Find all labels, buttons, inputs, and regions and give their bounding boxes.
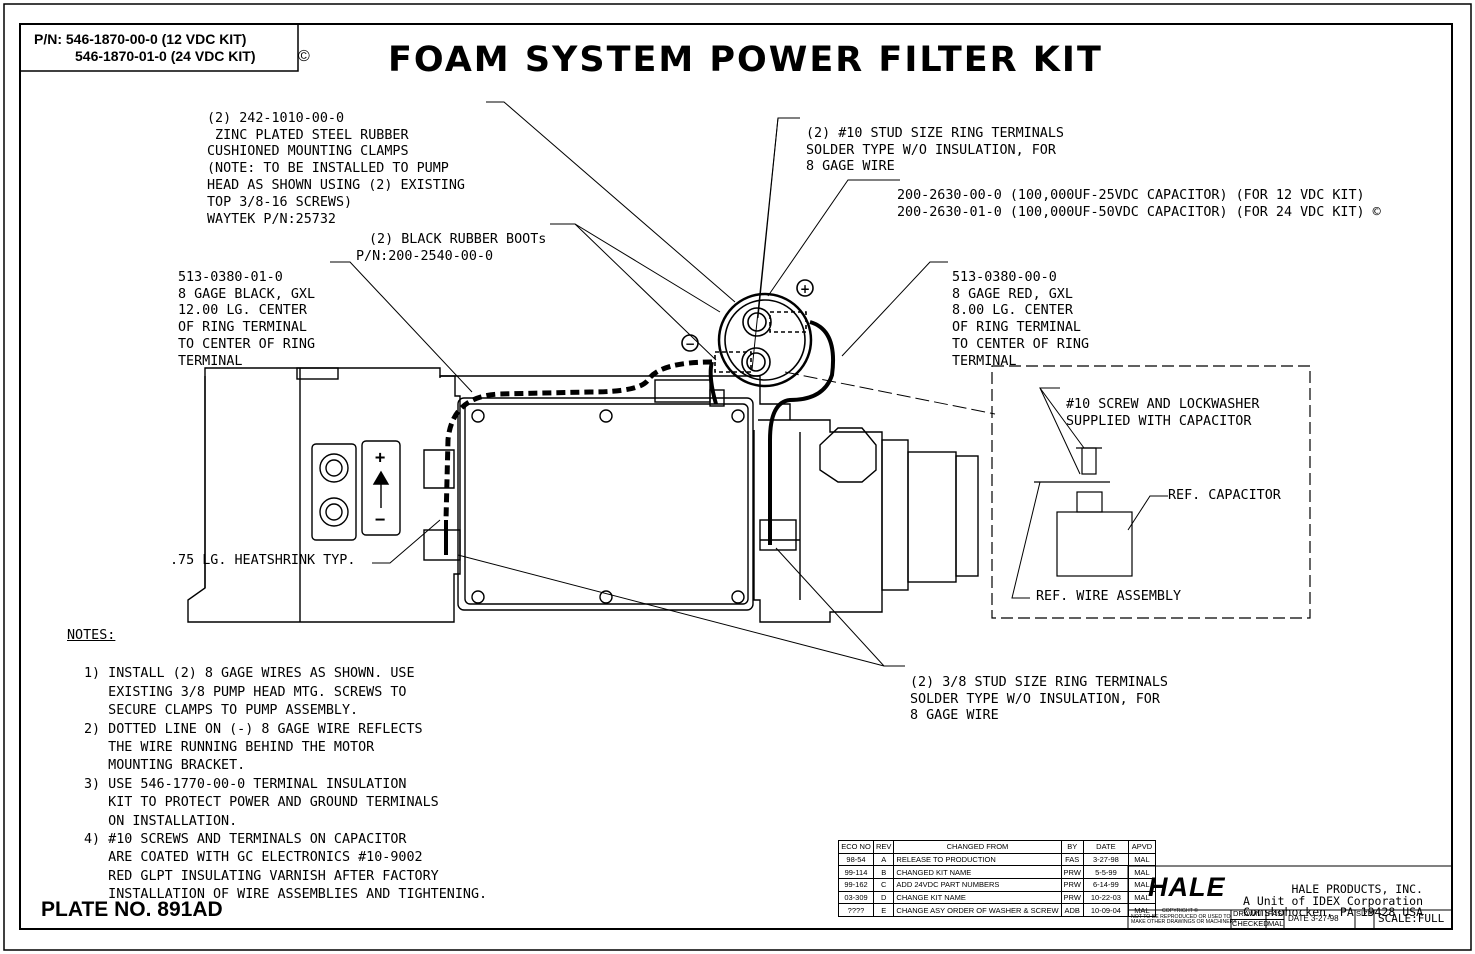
revision-table: ECO NO REV CHANGED FROM BY DATE APVD 98-…	[838, 840, 1156, 918]
part-number-box	[19, 23, 299, 72]
black-wire-dotted	[443, 359, 713, 521]
revision-header-row: ECO NO REV CHANGED FROM BY DATE APVD	[838, 840, 1156, 854]
callout-ref-wire: REF. WIRE ASSEMBLY	[1036, 589, 1182, 604]
detail-view	[991, 365, 1311, 619]
checked-label: CHECKED	[1232, 919, 1269, 928]
drawn-by: FAS	[1268, 909, 1283, 918]
part-number-12v: P/N: 546-1870-00-0 (12 VDC KIT)	[34, 31, 247, 47]
capacitor	[681, 279, 814, 388]
outer-border	[3, 3, 1472, 951]
copyright-mark-header: ©	[298, 48, 310, 65]
inner-border	[19, 23, 1453, 930]
red-wire	[768, 320, 835, 545]
black-wire-to-cap	[708, 361, 718, 405]
drawing-title: FOAM SYSTEM POWER FILTER KIT	[388, 40, 1103, 80]
negative-terminal-mark: −	[685, 337, 695, 351]
minus-mark: −	[375, 510, 386, 530]
notes-heading: NOTES:	[67, 628, 116, 643]
pump-assembly	[187, 367, 979, 623]
notes-list: 1) INSTALL (2) 8 GAGE WIRES AS SHOWN. US…	[84, 666, 488, 903]
copyright-notice: COPYRIGHT ©NOT TO BE REPRODUCED OR USED …	[1131, 908, 1237, 926]
drawing-date: DATE 3-27-98	[1288, 914, 1339, 923]
size-label: SIZE	[1356, 909, 1373, 918]
checked-by: MAL	[1268, 919, 1284, 928]
callout-ref-capacitor: REF. CAPACITOR	[1168, 488, 1281, 503]
callout-heatshrink: .75 LG. HEATSHRINK TYP.	[170, 553, 356, 568]
copyright-mark-capacitor: ©	[1372, 204, 1381, 220]
leader-lines	[330, 101, 1168, 667]
callout-capacitor: 200-2630-00-0 (100,000UF-25VDC CAPACITOR…	[897, 187, 1381, 220]
part-number-24v: 546-1870-01-0 (24 VDC KIT)	[75, 48, 256, 64]
plus-mark: +	[375, 448, 386, 468]
drawing-scale: SCALE:FULL	[1378, 912, 1445, 925]
company-info: HALE PRODUCTS, INC.A Unit of IDEX Corpor…	[1242, 882, 1423, 919]
plate-number: PLATE NO. 891AD	[41, 898, 223, 921]
hale-logo: HALE	[1148, 872, 1226, 902]
drawn-label: DRAWN	[1233, 909, 1262, 918]
positive-terminal-mark: +	[800, 282, 810, 296]
callout-clamps: (2) 242-1010-00-0 ZINC PLATED STEEL RUBB…	[207, 110, 465, 227]
